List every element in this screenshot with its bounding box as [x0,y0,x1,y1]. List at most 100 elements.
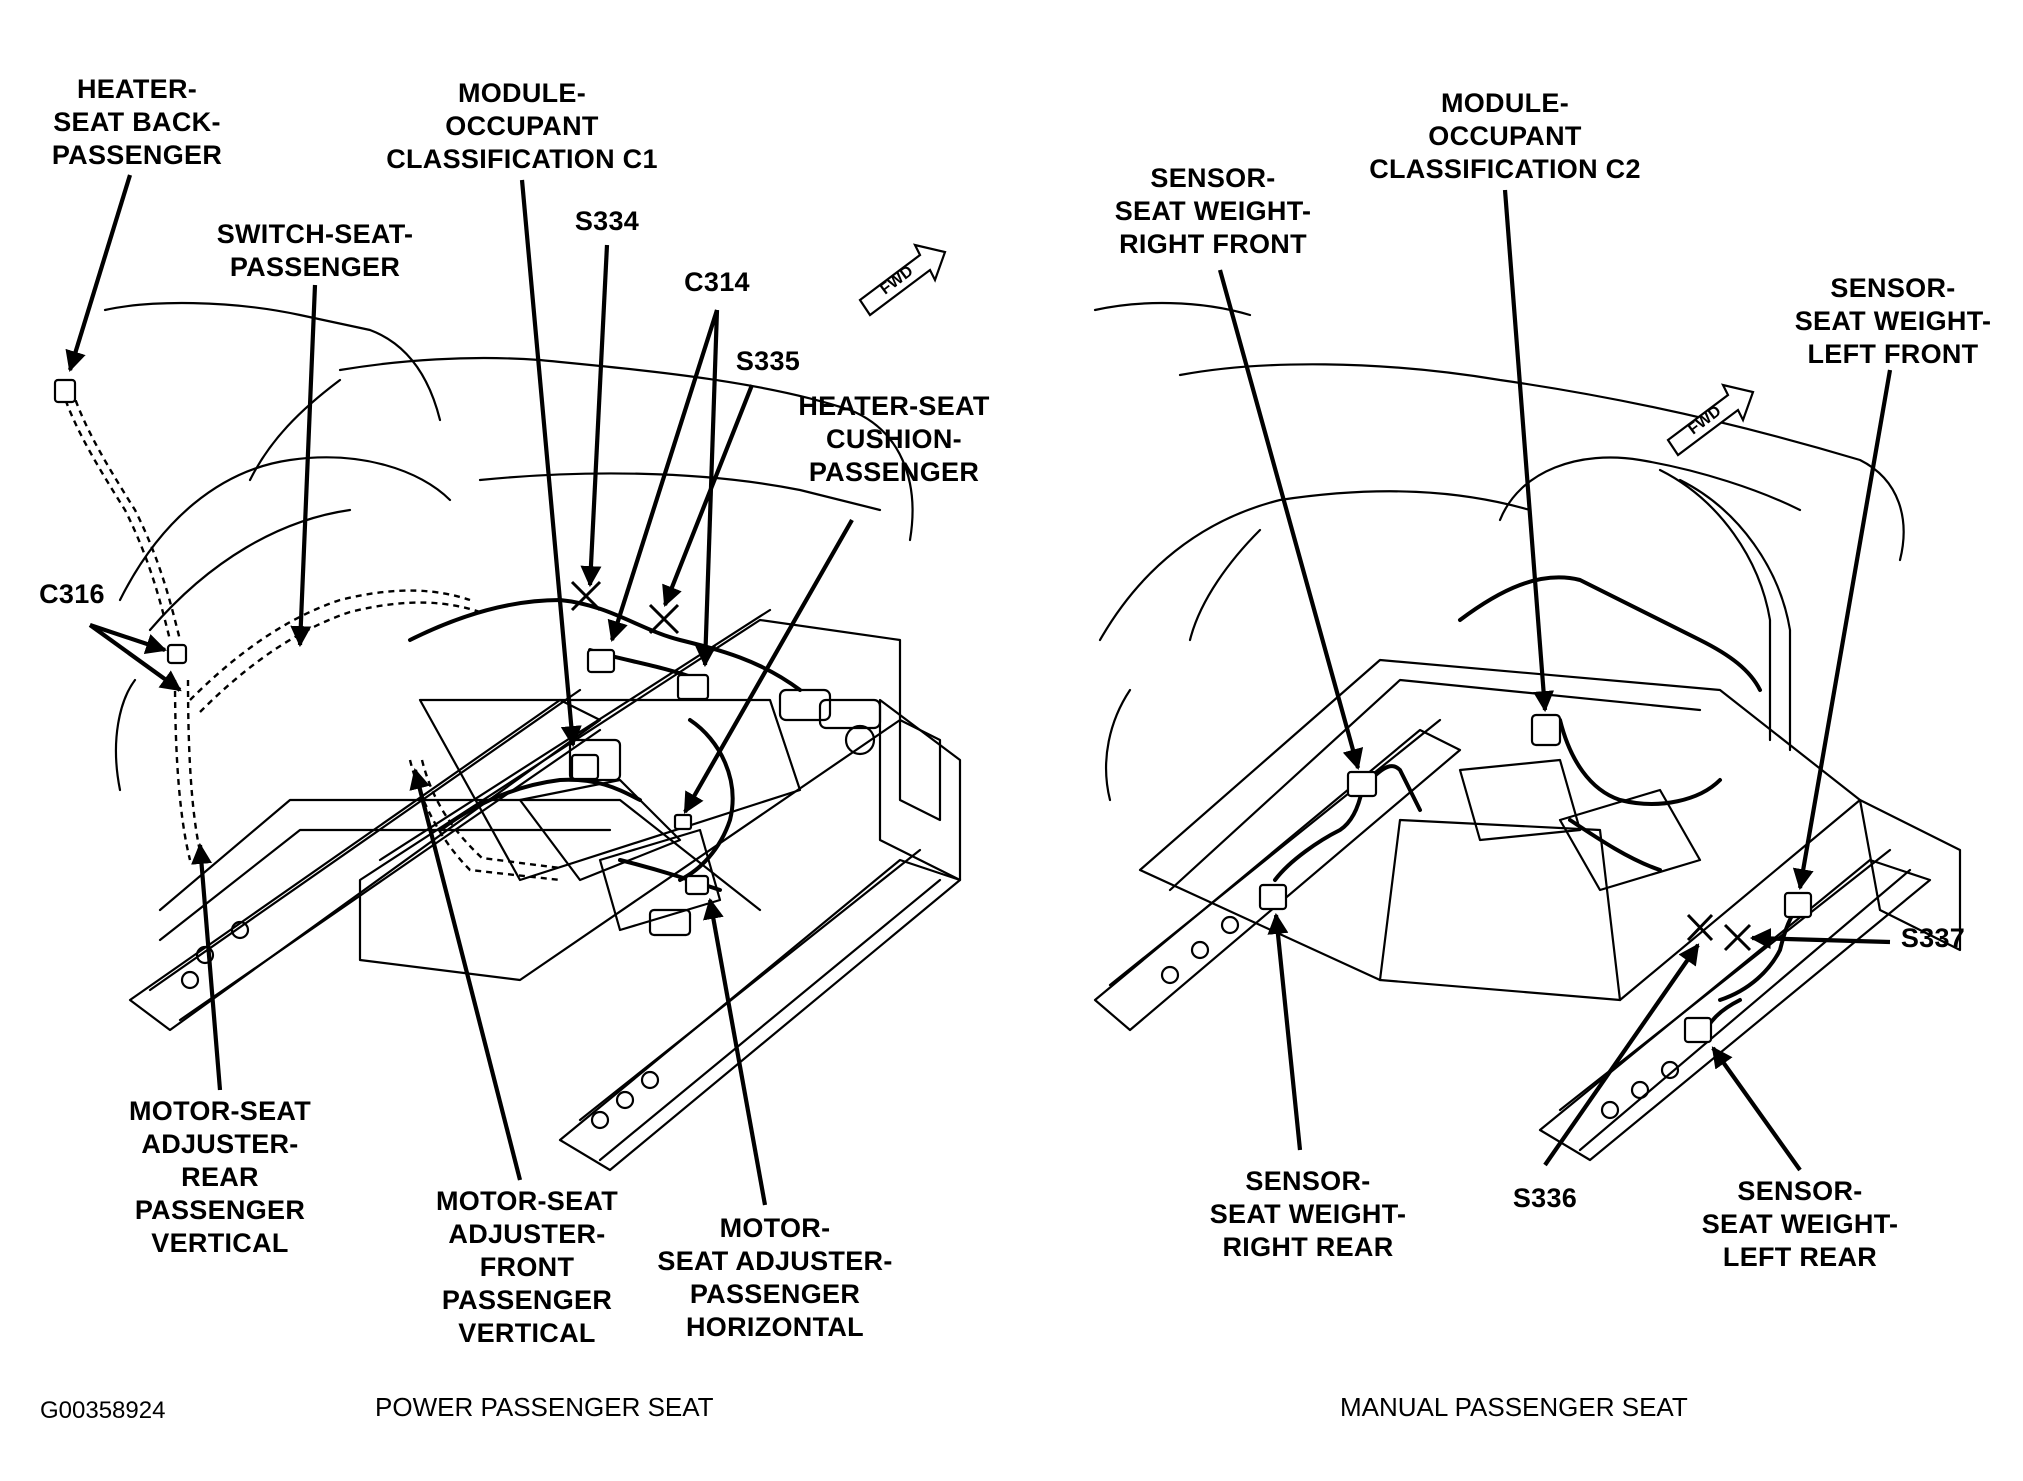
label-sensor-right-front: SENSOR- SEAT WEIGHT- RIGHT FRONT [1115,162,1312,261]
s335-splice [648,603,680,635]
label-line: C316 [39,579,105,609]
label-line: C314 [684,267,750,297]
power-fwd-arrow: FWD [858,243,947,317]
label-line: SEAT WEIGHT- [1701,1209,1899,1239]
leader-s336 [1543,943,1700,1167]
power-seat-hidden-harness [60,389,561,882]
c316-connector-top [53,378,77,404]
label-module-c1: MODULE- OCCUPANT CLASSIFICATION C1 [386,77,658,176]
figure-id: G00358924 [40,1397,166,1424]
label-line: FRONT [479,1252,575,1282]
label-line: MOTOR-SEAT [129,1096,311,1126]
label-motor-horizontal: MOTOR- SEAT ADJUSTER- PASSENGER HORIZONT… [657,1212,892,1344]
left-rear-sensor-connector [1683,1016,1713,1044]
power-seat-harness [408,597,802,892]
label-line: ADJUSTER- [141,1129,299,1159]
leader-motor-front [409,767,523,1181]
label-s335: S335 [736,345,800,378]
leader-heater-back [65,174,133,373]
right-front-sensor-connector [1346,770,1378,798]
label-line: SEAT ADJUSTER- [657,1246,893,1276]
label-line: RIGHT REAR [1222,1232,1394,1262]
label-line: SENSOR- [1245,1166,1371,1196]
label-line: CLASSIFICATION C1 [386,144,658,174]
front-motor-connector [570,753,600,781]
label-s334: S334 [575,205,639,238]
label-line: SENSOR- [1150,163,1276,193]
label-line: PASSENGER [229,252,401,282]
label-switch-seat: SWITCH-SEAT- PASSENGER [217,218,414,284]
power-seat-splices [570,580,680,635]
label-line: OCCUPANT [445,111,599,141]
label-line: SENSOR- [1830,273,1956,303]
label-line: RIGHT FRONT [1119,229,1307,259]
leader-c316-a [89,623,167,654]
horizontal-motor-connector [684,874,710,896]
label-line: S334 [574,206,640,236]
leader-module-c2 [1502,189,1555,713]
label-line: SEAT BACK- [53,107,221,137]
label-line: SENSOR- [1737,1176,1863,1206]
label-line: PASSENGER [51,140,223,170]
label-line: PASSENGER [441,1285,613,1315]
label-line: PASSENGER [689,1279,861,1309]
manual-seat-drawing [1093,301,1962,1162]
s336-splice [1686,913,1714,942]
right-rear-sensor-connector [1258,883,1288,911]
label-line: CUSHION- [826,424,962,454]
label-line: LEFT FRONT [1807,339,1979,369]
label-line: ADJUSTER- [448,1219,606,1249]
label-motor-front-vertical: MOTOR-SEAT ADJUSTER- FRONT PASSENGER VER… [436,1185,618,1350]
label-line: PASSENGER [134,1195,306,1225]
power-leaders [65,174,854,1206]
caption-power-seat: POWER PASSENGER SEAT [375,1392,714,1422]
manual-seat-harness [1273,575,1802,1042]
label-line: VERTICAL [458,1318,596,1348]
left-front-sensor-connector [1783,891,1813,919]
power-seat-drawing [103,301,962,1172]
label-sensor-right-rear: SENSOR- SEAT WEIGHT- RIGHT REAR [1210,1165,1407,1264]
leader-sensor-lr [1711,1046,1802,1172]
c2-connector [1530,713,1562,747]
label-heater-seat-back: HEATER- SEAT BACK- PASSENGER [52,73,222,172]
leader-s334 [580,244,610,588]
label-sensor-left-front: SENSOR- SEAT WEIGHT- LEFT FRONT [1795,272,1992,371]
leader-motor-rear [191,842,223,1091]
leader-s335 [662,384,754,607]
label-line: SEAT WEIGHT- [1794,306,1992,336]
label-c314: C314 [684,266,750,299]
label-line: HEATER- [76,74,198,104]
label-line: MODULE- [457,78,587,108]
c314-connector [676,673,710,701]
label-line: CLASSIFICATION C2 [1369,154,1641,184]
label-line: PASSENGER [808,457,980,487]
label-s337: S337 [1901,922,1965,955]
label-line: HEATER-SEAT [798,391,990,421]
label-motor-rear-vertical: MOTOR-SEAT ADJUSTER- REAR PASSENGER VERT… [129,1095,311,1260]
s337-splice [1723,923,1752,952]
leader-s337 [1749,928,1891,950]
label-line: SWITCH-SEAT- [216,219,414,249]
cushion-heater-connector [673,813,693,831]
leader-switch [290,284,318,648]
label-s336: S336 [1513,1182,1577,1215]
label-line: S336 [1512,1183,1578,1213]
c316-connector [166,643,188,665]
label-c316: C316 [39,578,105,611]
manual-seat-splices [1686,913,1752,952]
manual-seat-connectors [1258,713,1813,1044]
label-line: MOTOR-SEAT [436,1186,618,1216]
label-heater-seat-cushion: HEATER-SEAT CUSHION- PASSENGER [798,390,989,489]
leader-motor-horizontal [703,897,768,1206]
label-line: MODULE- [1440,88,1570,118]
caption-manual-seat: MANUAL PASSENGER SEAT [1340,1392,1688,1422]
label-module-c2: MODULE- OCCUPANT CLASSIFICATION C2 [1369,87,1641,186]
label-line: OCCUPANT [1428,121,1582,151]
label-line: LEFT REAR [1722,1242,1878,1272]
label-line: REAR [181,1162,259,1192]
manual-fwd-arrow: FWD [1666,383,1755,457]
c1-connector [586,648,616,674]
leader-sensor-rr [1267,912,1303,1151]
leader-c316-b [88,623,182,692]
